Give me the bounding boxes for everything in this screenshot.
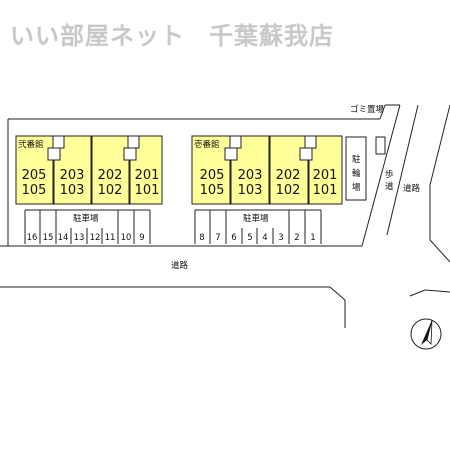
unit-102-left: 102 [98, 183, 123, 198]
unit-201-left: 201 [135, 168, 160, 183]
road-right [361, 104, 450, 297]
road-bottom [0, 245, 362, 328]
unit-205-left: 205 [22, 168, 47, 183]
bike-parking [345, 136, 367, 201]
building-right-entrances [224, 135, 317, 161]
building-left-name: 弐番館 [18, 139, 44, 150]
parking-slot-11: 11 [105, 233, 116, 243]
parking-slot-16: 16 [27, 233, 38, 243]
bike-parking-char-1: 駐 [352, 154, 361, 165]
unit-102-right: 102 [276, 183, 301, 198]
parking-left: 駐車場 16 15 14 13 12 11 10 9 [24, 209, 151, 244]
garbage-area-label: ゴミ置場 [350, 104, 385, 115]
parking-slot-12: 12 [90, 233, 101, 243]
road-right-label: 道路 [403, 183, 421, 194]
unit-105-right: 105 [200, 183, 225, 198]
garbage-area [375, 136, 386, 155]
bike-parking-char-3: 場 [352, 182, 361, 193]
parking-left-label: 駐車場 [73, 213, 99, 224]
unit-202-right: 202 [276, 168, 301, 183]
parking-slot-1: 1 [310, 233, 315, 243]
parking-slot-13: 13 [74, 233, 85, 243]
building-left: 弐番館 205 105 203 103 202 102 201 101 [15, 135, 163, 205]
unit-201-right: 201 [313, 168, 338, 183]
parking-slot-10: 10 [121, 233, 132, 243]
page-title: いい部屋ネット千葉蘇我店 [10, 16, 334, 51]
site-boundary [7, 104, 400, 246]
parking-right: 駐車場 8 7 6 5 4 3 2 1 [194, 209, 322, 244]
company-name: いい部屋ネット [10, 22, 185, 50]
road-bottom-label: 道路 [171, 260, 189, 271]
unit-105-left: 105 [22, 183, 47, 198]
unit-202-left: 202 [98, 168, 123, 183]
unit-203-right: 203 [238, 168, 263, 183]
building-right: 壱番館 205 105 203 103 202 102 201 101 [191, 135, 343, 205]
unit-205-right: 205 [200, 168, 225, 183]
unit-101-right: 101 [313, 183, 338, 198]
sidewalk-char-1: 歩 [385, 169, 394, 180]
unit-103-left: 103 [60, 183, 85, 198]
parking-slot-3: 3 [278, 233, 283, 243]
bike-parking-char-2: 輪 [352, 168, 361, 179]
parking-slot-2: 2 [294, 233, 299, 243]
building-left-entrances [47, 135, 140, 161]
north-arrow-icon [410, 318, 442, 350]
branch-name: 千葉蘇我店 [209, 22, 334, 50]
building-right-name: 壱番館 [194, 139, 220, 150]
parking-slot-5: 5 [247, 233, 252, 243]
unit-103-right: 103 [238, 183, 263, 198]
parking-slot-6: 6 [231, 233, 236, 243]
parking-slot-7: 7 [215, 233, 220, 243]
parking-slot-4: 4 [262, 233, 267, 243]
parking-right-label: 駐車場 [243, 213, 269, 224]
parking-slot-9: 9 [139, 233, 144, 243]
unit-203-left: 203 [60, 168, 85, 183]
unit-101-left: 101 [135, 183, 160, 198]
sidewalk-char-2: 道 [385, 181, 394, 192]
parking-slot-15: 15 [43, 233, 54, 243]
parking-slot-8: 8 [199, 233, 204, 243]
parking-slot-14: 14 [58, 233, 69, 243]
